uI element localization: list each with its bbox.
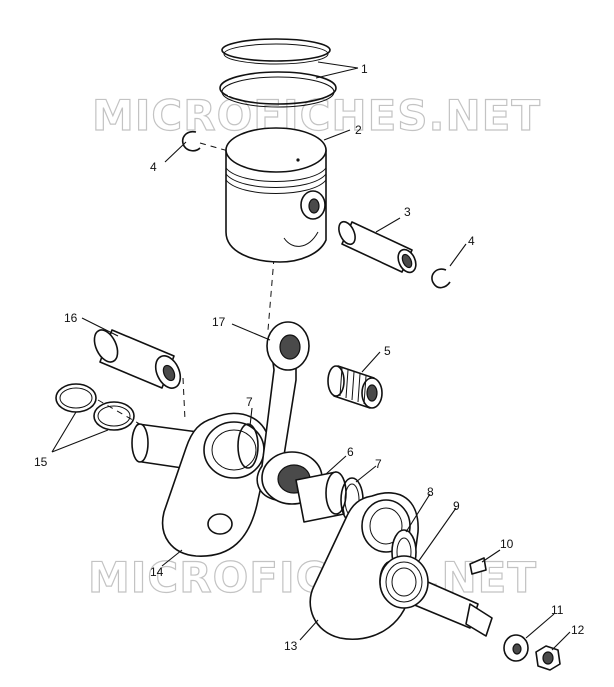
callout-3: 3 [404, 205, 411, 219]
callout-16: 16 [64, 311, 78, 325]
callout-6: 6 [347, 445, 354, 459]
callout-2: 2 [355, 123, 362, 137]
circlip-right [431, 268, 451, 289]
callout-13: 13 [284, 639, 298, 653]
callout-4-left: 4 [150, 160, 157, 174]
callout-10: 10 [500, 537, 514, 551]
leader-2 [323, 129, 351, 141]
leader-11 [525, 613, 555, 639]
thrust-washer-7a [237, 423, 259, 469]
shaft-taper [465, 603, 493, 637]
callout-7-upper: 7 [246, 395, 253, 409]
callout-15: 15 [34, 455, 48, 469]
crank-pin-16 [93, 329, 182, 389]
callout-1: 1 [361, 62, 368, 76]
leader-10 [481, 549, 501, 563]
callout-5: 5 [384, 344, 391, 358]
callout-14: 14 [150, 565, 164, 579]
leader-3 [375, 217, 401, 233]
callout-4-right: 4 [468, 234, 475, 248]
leader-4b [449, 243, 467, 267]
leader-5 [361, 351, 381, 373]
circlip-left [181, 130, 201, 152]
washer-11 [503, 634, 529, 662]
main-bearing-9 [379, 555, 429, 609]
nut-12 [535, 645, 561, 671]
leader-1 [315, 61, 359, 79]
callout-9: 9 [453, 499, 460, 513]
callout-12: 12 [571, 623, 585, 637]
leader-4a [164, 141, 187, 163]
leader-13 [299, 619, 319, 641]
watermark-top: MICROFICHES.NET [92, 91, 541, 140]
callout-11: 11 [551, 603, 564, 617]
axis-bearing-crank [182, 377, 186, 421]
leader-17 [231, 323, 271, 341]
callout-7-lower: 7 [375, 457, 382, 471]
leader-6 [325, 455, 347, 475]
axis-rod-piston [267, 257, 275, 331]
leader-7a [249, 407, 253, 427]
needle-bearing-5 [327, 365, 383, 409]
leader-7b [355, 465, 377, 483]
crank-seals-15 [55, 383, 135, 431]
callout-8: 8 [427, 485, 434, 499]
piston [225, 127, 327, 263]
crankshaft-half-14 [131, 412, 271, 557]
piston-rings [219, 38, 337, 108]
callout-17: 17 [212, 315, 226, 329]
leader-16 [81, 317, 119, 337]
leader-14 [161, 549, 183, 567]
leader-9 [417, 507, 457, 563]
crank-bearing-6 [295, 471, 347, 523]
leader-12 [551, 631, 571, 651]
piston-pin [338, 220, 417, 274]
leader-8 [405, 493, 431, 533]
leader-15 [51, 411, 109, 453]
